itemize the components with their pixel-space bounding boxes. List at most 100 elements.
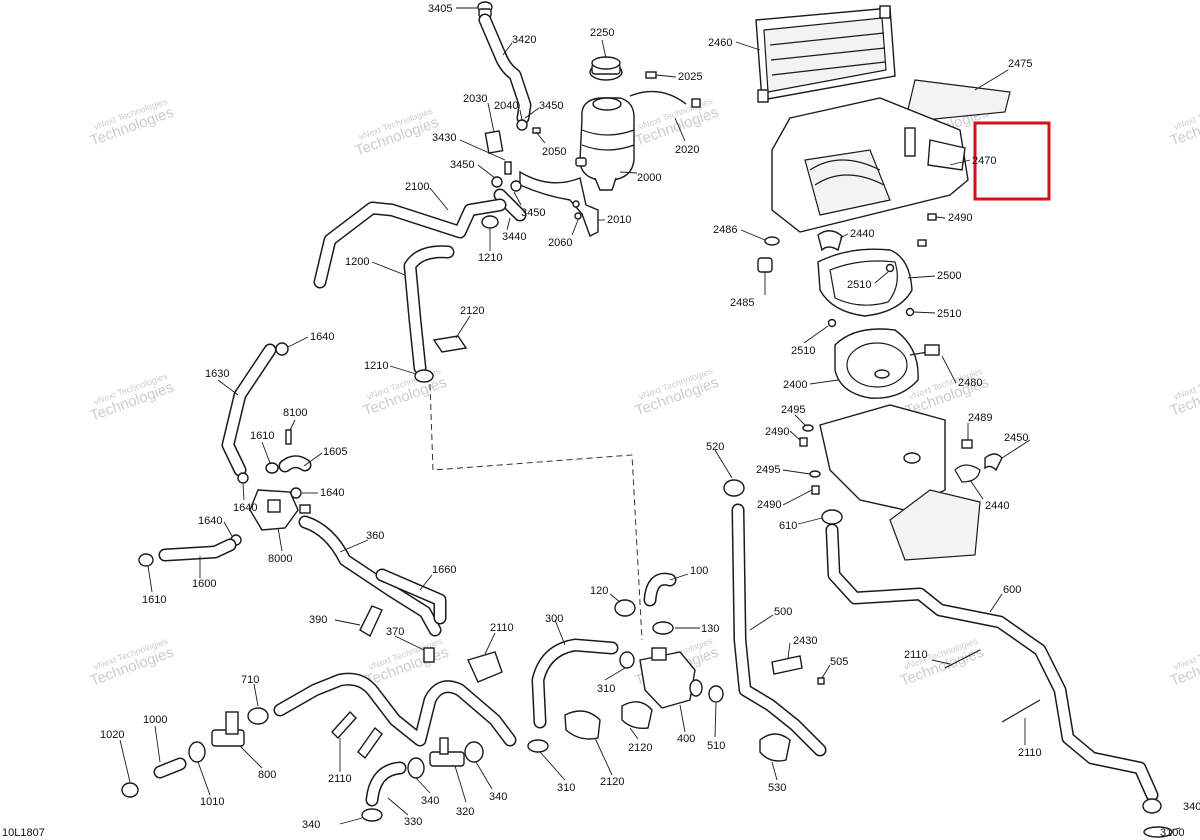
part-530-gasket[interactable] [759, 733, 791, 762]
callout-2400[interactable]: 2400 [783, 379, 807, 391]
callout-610[interactable]: 610 [779, 520, 797, 532]
callout-800[interactable]: 800 [258, 769, 276, 781]
part-2440-lower-clamp[interactable] [954, 464, 981, 483]
callout-320[interactable]: 320 [456, 806, 474, 818]
part-400-thermostat-housing[interactable] [639, 647, 703, 709]
callout-510[interactable]: 510 [707, 740, 725, 752]
part-1600-hose[interactable] [158, 538, 237, 562]
part-320-tee[interactable] [429, 737, 465, 767]
part-2040-clamp[interactable] [516, 119, 528, 131]
part-3420-hose[interactable] [478, 13, 532, 125]
callout-340-c[interactable]: 340 [302, 819, 320, 831]
callout-370[interactable]: 370 [386, 626, 404, 638]
part-360-hose[interactable] [298, 515, 442, 637]
callout-1610-a[interactable]: 1610 [250, 430, 274, 442]
callout-2120-c[interactable]: 2120 [600, 776, 624, 788]
part-2120-gasket[interactable] [432, 335, 468, 353]
part-500-pipe[interactable] [731, 503, 827, 757]
callout-2500[interactable]: 2500 [937, 270, 961, 282]
callout-2120-b[interactable]: 2120 [628, 742, 652, 754]
callout-3450-a[interactable]: 3450 [539, 100, 563, 112]
part-1630-hose[interactable] [221, 343, 277, 477]
callout-2020[interactable]: 2020 [675, 144, 699, 156]
part-2440-clamp[interactable] [817, 230, 843, 252]
callout-2025[interactable]: 2025 [678, 71, 702, 83]
callout-710[interactable]: 710 [241, 674, 259, 686]
callout-2485[interactable]: 2485 [730, 297, 754, 309]
callout-2110-a[interactable]: 2110 [490, 622, 514, 634]
callout-2510-c[interactable]: 2510 [791, 345, 815, 357]
callout-390[interactable]: 390 [309, 614, 327, 626]
callout-2440-a[interactable]: 2440 [850, 228, 874, 240]
callout-2510-a[interactable]: 2510 [847, 279, 871, 291]
part-700-hose-assembly[interactable] [273, 672, 517, 747]
part-2486-washer[interactable] [764, 236, 780, 246]
callout-2470[interactable]: 2470 [972, 155, 996, 167]
callout-1010[interactable]: 1010 [200, 796, 224, 808]
part-2485-grommet[interactable] [757, 257, 773, 273]
callout-2475[interactable]: 2475 [1008, 58, 1032, 70]
part-2030-bracket[interactable] [484, 130, 504, 154]
callout-1660[interactable]: 1660 [432, 564, 456, 576]
callout-1605[interactable]: 1605 [323, 446, 347, 458]
callout-2040[interactable]: 2040 [494, 100, 518, 112]
part-330-elbow[interactable] [365, 761, 407, 807]
part-340-end-clamps[interactable] [1142, 798, 1173, 838]
callout-2486[interactable]: 2486 [713, 224, 737, 236]
part-800-tee[interactable] [211, 711, 245, 747]
part-3440-hose[interactable] [493, 188, 527, 222]
callout-400[interactable]: 400 [677, 733, 695, 745]
part-8000-valve[interactable] [249, 489, 311, 531]
part-2400-fan-motor[interactable] [834, 328, 941, 399]
callout-2120-a[interactable]: 2120 [460, 305, 484, 317]
callout-3440[interactable]: 3440 [502, 231, 526, 243]
callout-340-a[interactable]: 340 [421, 795, 439, 807]
part-2489-clip[interactable] [961, 439, 973, 449]
callout-1610-b[interactable]: 1610 [142, 594, 166, 606]
callout-3405[interactable]: 3405 [428, 3, 452, 15]
callout-340-d[interactable]: 340 [1183, 801, 1200, 813]
part-2430-bracket[interactable] [771, 655, 803, 675]
callout-2010[interactable]: 2010 [607, 214, 631, 226]
callout-1210-a[interactable]: 1210 [478, 252, 502, 264]
part-1010-clamp[interactable] [188, 741, 206, 763]
callout-2480[interactable]: 2480 [958, 377, 982, 389]
part-310-clamps[interactable] [527, 651, 635, 753]
part-2495-washers[interactable] [802, 424, 821, 478]
callout-530[interactable]: 530 [768, 782, 786, 794]
part-2490-lower-screws[interactable] [799, 437, 820, 495]
part-2250-pressure-cap[interactable] [589, 56, 623, 81]
callout-2490-b[interactable]: 2490 [765, 426, 789, 438]
callout-300[interactable]: 300 [545, 613, 563, 625]
callout-1020[interactable]: 1020 [100, 729, 124, 741]
part-2480-duct-cover[interactable] [819, 404, 981, 561]
callout-360[interactable]: 360 [366, 530, 384, 542]
part-2010-bracket[interactable] [519, 170, 599, 237]
callout-520[interactable]: 520 [706, 441, 724, 453]
part-8100-screw[interactable] [285, 429, 292, 445]
callout-2490-a[interactable]: 2490 [948, 212, 972, 224]
part-1660-sleeve[interactable] [375, 568, 447, 625]
callout-2495-b[interactable]: 2495 [756, 464, 780, 476]
callout-2250[interactable]: 2250 [590, 27, 614, 39]
part-1020-clamp[interactable] [121, 782, 139, 798]
callout-1600[interactable]: 1600 [192, 578, 216, 590]
callout-310-a[interactable]: 310 [597, 683, 615, 695]
part-1605-hose[interactable] [278, 455, 312, 473]
callout-1640-b[interactable]: 1640 [233, 502, 257, 514]
part-1610-clamp[interactable] [265, 462, 279, 474]
callout-8100[interactable]: 8100 [283, 407, 307, 419]
part-1210-clamp[interactable] [414, 369, 434, 383]
part-2100-tube[interactable] [313, 198, 507, 289]
callout-1640-c[interactable]: 1640 [320, 487, 344, 499]
part-100-elbow[interactable] [643, 572, 677, 607]
part-2000-coolant-reservoir[interactable] [575, 97, 635, 191]
callout-2110-c[interactable]: 2110 [328, 773, 352, 785]
callout-100[interactable]: 100 [690, 565, 708, 577]
part-3450-fittings[interactable] [491, 161, 522, 192]
part-300-hose[interactable] [531, 638, 619, 729]
callout-310-b[interactable]: 310 [557, 782, 575, 794]
callout-1640-d[interactable]: 1640 [198, 515, 222, 527]
callout-2460[interactable]: 2460 [708, 37, 732, 49]
callout-2110-d[interactable]: 2110 [1018, 747, 1042, 759]
